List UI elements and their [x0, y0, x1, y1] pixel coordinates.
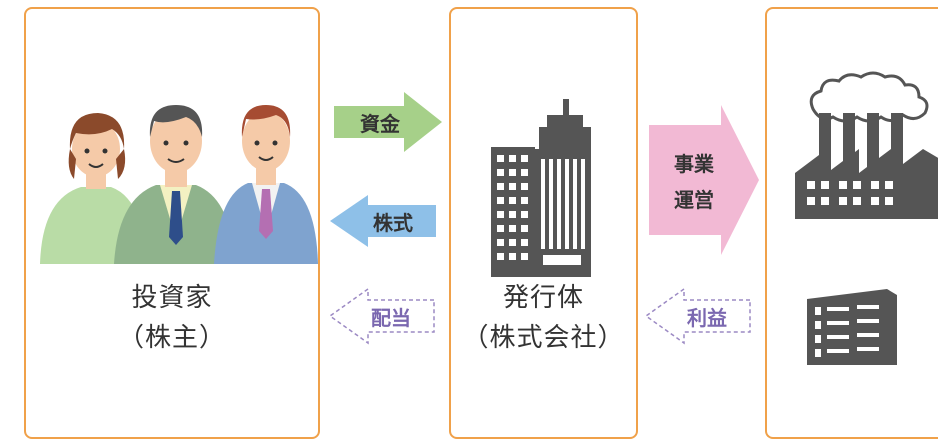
- factory-icon: [795, 71, 938, 219]
- shares-arrow: 株式: [330, 195, 436, 247]
- shares-label: 株式: [373, 211, 413, 235]
- operations-arrow: 事業 運営: [649, 105, 759, 255]
- investor-subtitle: （株主）: [117, 323, 226, 353]
- investor-title: 投資家: [131, 283, 213, 313]
- funds-arrow: 資金: [334, 92, 442, 152]
- profit-label: 利益: [687, 306, 727, 330]
- woman-figure: [40, 113, 146, 264]
- skyscraper-icon: [491, 99, 591, 277]
- issuer-panel: 発行体 （株式会社）: [449, 7, 638, 439]
- dividends-arrow: 配当: [328, 287, 436, 345]
- operations-label-line2: 運営: [674, 188, 714, 212]
- man-center-figure: [114, 105, 234, 264]
- investors-people-illustration: [40, 105, 318, 264]
- funds-label: 資金: [360, 112, 400, 136]
- office-building-icon: [807, 289, 897, 365]
- issuer-title: 発行体: [502, 283, 584, 313]
- profit-arrow: 利益: [644, 287, 752, 345]
- man-right-figure: [214, 105, 318, 264]
- issuer-subtitle: （株式会社）: [462, 323, 625, 353]
- investor-panel: 投資家 （株主）: [24, 7, 320, 439]
- operations-label-line1: 事業: [674, 152, 714, 176]
- business-panel: [765, 7, 938, 439]
- dividends-label: 配当: [371, 306, 411, 330]
